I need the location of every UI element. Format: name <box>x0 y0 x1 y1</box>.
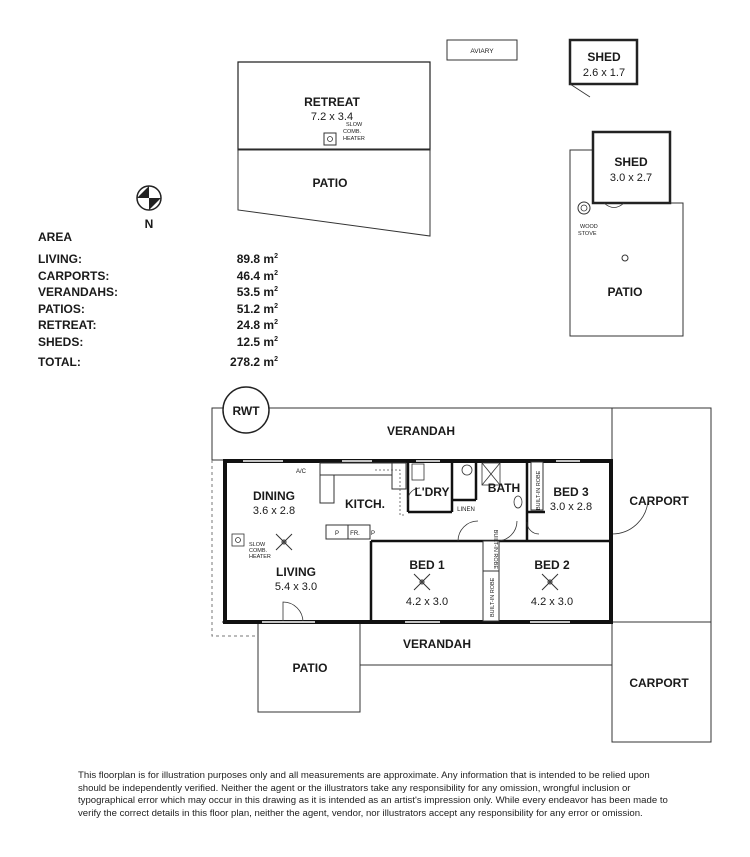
aviary: AVIARY <box>446 39 518 61</box>
area-total-label: TOTAL: <box>38 355 81 369</box>
patio-right: WOOD STOVE PATIO <box>569 149 684 337</box>
area-row: RETREAT: 24.8 m2 <box>38 318 278 335</box>
patio-bottom: PATIO <box>257 621 361 713</box>
retreat-heater-2: COMB. <box>343 129 362 135</box>
shed-small-name: SHED <box>587 50 621 64</box>
wood-stove-label-1: WOOD <box>580 224 598 230</box>
shed-small: SHED 2.6 x 1.7 <box>568 38 639 98</box>
area-row-unit: 2 <box>274 335 278 343</box>
area-row: CARPORTS: 46.4 m2 <box>38 269 278 286</box>
bed2-size: 4.2 x 3.0 <box>531 596 573 608</box>
carport-bottom: CARPORT <box>611 621 712 743</box>
area-row-value: 46.4 m <box>236 268 275 283</box>
retreat-size: 7.2 x 3.4 <box>311 111 353 123</box>
rwt-label: RWT <box>232 404 260 418</box>
shed-large-size: 3.0 x 2.7 <box>610 172 652 184</box>
built-in-robe-bed3: BUILT-IN ROBE <box>536 470 542 510</box>
retreat-building: RETREAT 7.2 x 3.4 SLOW COMB. HEATER <box>237 61 431 152</box>
living-heater-icon <box>231 533 245 547</box>
linen-label: LINEN <box>457 507 475 513</box>
area-row-label: VERANDAHS: <box>38 285 119 299</box>
carport-right: CARPORT <box>611 407 712 624</box>
pantry-p-2: P <box>371 531 375 537</box>
patio-top-label: PATIO <box>313 176 348 190</box>
area-row-unit: 2 <box>274 302 278 310</box>
rainwater-tank <box>222 386 270 434</box>
slow-combustion-heater-icon <box>323 132 337 146</box>
area-row-value: 24.8 m <box>236 318 275 332</box>
verandah-top-label: VERANDAH <box>387 424 455 438</box>
shed-small-size: 2.6 x 1.7 <box>583 67 625 79</box>
north-compass-icon: N <box>136 185 162 231</box>
built-in-robe-bed1: BUILT-IN ROBE <box>490 577 496 617</box>
patio-right-label: PATIO <box>608 285 643 299</box>
wood-stove-icon <box>577 201 591 215</box>
bed1-size: 4.2 x 3.0 <box>406 596 448 608</box>
bed2-name: BED 2 <box>534 558 570 572</box>
area-schedule: AREA LIVING:89.8 m2 CARPORTS:46.4 m2 VER… <box>38 230 278 372</box>
area-row: SHEDS: 12.5 m2 <box>38 335 278 352</box>
bed3-size: 3.0 x 2.8 <box>550 501 592 513</box>
area-row-label: RETREAT: <box>38 318 97 332</box>
living-size: 5.4 x 3.0 <box>275 581 317 593</box>
living-name: LIVING <box>276 565 316 579</box>
area-total-unit: 2 <box>274 356 278 363</box>
built-in-robe-bed1-top: BUILT-IN ROBE <box>492 530 498 570</box>
area-row-label: CARPORTS: <box>38 268 110 283</box>
verandah-bottom-label: VERANDAH <box>403 637 471 651</box>
patio-bottom-label: PATIO <box>293 661 328 675</box>
area-row-label: PATIOS: <box>38 301 85 316</box>
laundry-name: L'DRY <box>414 485 449 499</box>
aviary-label: AVIARY <box>470 48 494 55</box>
retreat-heater-1: SLOW <box>346 122 363 128</box>
area-row: PATIOS: 51.2 m2 <box>38 302 278 319</box>
area-row: LIVING: 89.8 m2 <box>38 252 278 269</box>
shed-large-name: SHED <box>614 155 648 169</box>
ceiling-fan-icon <box>413 573 431 591</box>
disclaimer-text: This floorplan is for illustration purpo… <box>78 770 668 819</box>
heater-label-3: HEATER <box>249 554 271 560</box>
wood-stove-label-2: STOVE <box>578 231 597 237</box>
area-total-value: 278.2 m <box>230 355 275 369</box>
bed1-name: BED 1 <box>409 558 445 572</box>
area-row-unit: 2 <box>274 286 278 293</box>
north-label: N <box>145 217 154 231</box>
area-row-unit: 2 <box>274 269 278 277</box>
area-row-value: 89.8 m <box>236 252 275 266</box>
area-row-label: LIVING: <box>38 252 82 266</box>
verandah-top-area: RWT VERANDAH <box>211 386 613 461</box>
heater-label-2: COMB. <box>249 548 268 554</box>
area-heading: AREA <box>38 230 73 244</box>
retreat-heater-3: HEATER <box>343 136 365 142</box>
ac-label: A/C <box>296 469 307 475</box>
carport-right-label: CARPORT <box>629 494 689 508</box>
ceiling-fan-icon <box>275 533 293 551</box>
area-row-label: SHEDS: <box>38 334 84 349</box>
area-row-value: 53.5 m <box>236 285 275 299</box>
area-row-value: 12.5 m <box>236 334 275 349</box>
shed-large: SHED 3.0 x 2.7 <box>591 130 672 208</box>
dining-size: 3.6 x 2.8 <box>253 505 295 517</box>
area-row: VERANDAHS: 53.5 m2 <box>38 285 278 302</box>
bath-name: BATH <box>488 481 520 495</box>
bed3-name: BED 3 <box>553 485 589 499</box>
area-row-unit: 2 <box>274 253 278 260</box>
retreat-name: RETREAT <box>304 95 360 109</box>
area-row-value: 51.2 m <box>236 301 275 316</box>
patio-top: PATIO <box>237 149 431 237</box>
pantry-fr: FR. <box>350 531 360 537</box>
carport-bottom-label: CARPORT <box>629 676 689 690</box>
pantry-p-1: P <box>335 531 339 537</box>
area-row-unit: 2 <box>274 319 278 326</box>
kitchen-name: KITCH. <box>345 497 385 511</box>
area-total-row: TOTAL: 278.2 m2 <box>38 355 278 372</box>
ceiling-fan-icon <box>541 573 559 591</box>
dining-name: DINING <box>253 489 295 503</box>
heater-label-1: SLOW <box>249 542 266 548</box>
